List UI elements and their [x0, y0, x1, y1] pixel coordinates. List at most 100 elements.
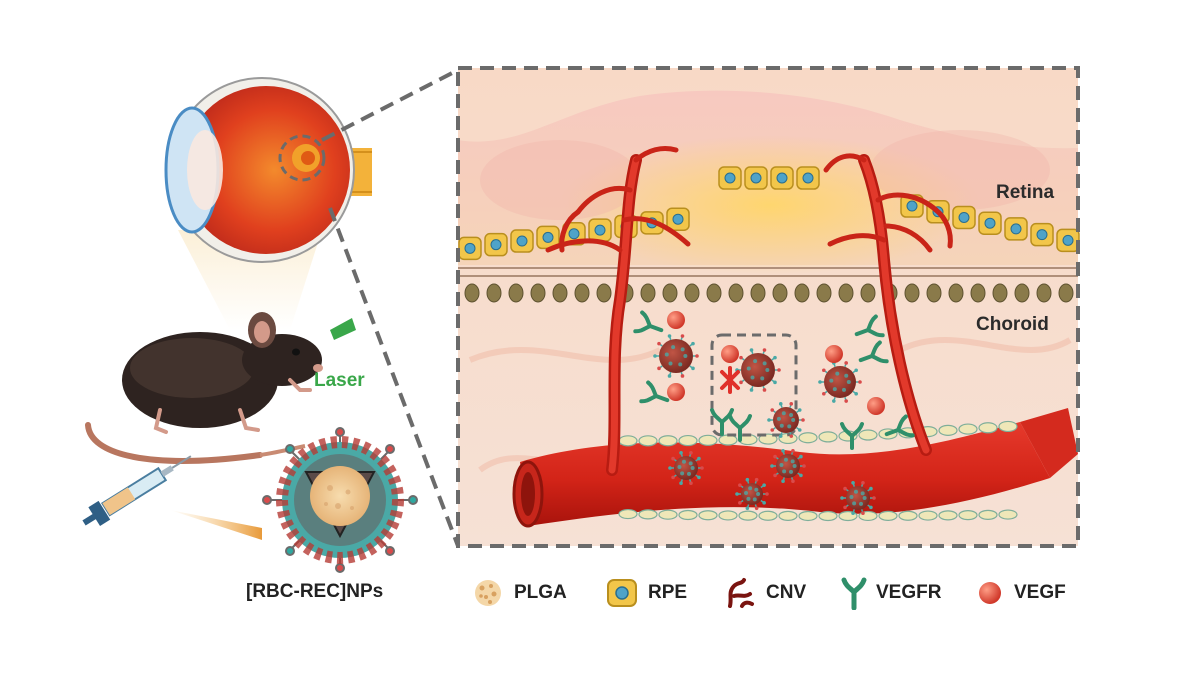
vegfr-receptor: [710, 408, 734, 436]
vegf-group: [667, 311, 885, 415]
vegfr-receptor: [854, 314, 885, 338]
endothelial-cell: [858, 429, 878, 441]
endothelial-cell: [678, 434, 698, 447]
endothelial-cell: [958, 510, 978, 521]
zoom-connectors: [321, 68, 460, 547]
eye-illustration: [164, 77, 372, 330]
vegf-sphere: [825, 345, 843, 363]
rpe-cell: [796, 166, 820, 190]
plga-icon: [475, 580, 501, 606]
endothelial-cell: [778, 510, 798, 521]
rpe-cell: [952, 205, 976, 230]
pigment-granule: [552, 283, 568, 303]
endothelial-cell: [718, 434, 738, 446]
choroid-label: Choroid: [976, 314, 1049, 335]
endothelial-cell: [798, 432, 818, 444]
vegf-sphere: [667, 311, 685, 329]
rpe-cell-icon: [607, 579, 637, 607]
endothelial-cell: [678, 509, 698, 521]
vegfr-receptor: [884, 414, 915, 438]
endothelial-cell: [738, 510, 758, 521]
vegf-sphere: [721, 345, 739, 363]
nanoparticle: [668, 450, 704, 486]
endothelial-cell: [918, 510, 938, 521]
rpe-cell: [1004, 217, 1028, 241]
endothelial-cell: [998, 509, 1018, 520]
vegfr-receptor: [633, 310, 664, 334]
endothelial-cell: [818, 510, 838, 522]
vegf-sphere: [867, 397, 885, 415]
laser-label: Laser: [314, 370, 365, 391]
vegf-sphere: [667, 383, 685, 401]
pigment-granule: [464, 283, 480, 303]
rpe-cell: [588, 218, 612, 242]
nanoparticle: [770, 448, 806, 484]
pigment-granule: [860, 283, 876, 303]
endothelial-cell: [938, 510, 958, 521]
cnv-vessel-icon: [728, 578, 754, 608]
pigment-granule: [750, 283, 766, 303]
pigment-granule: [816, 283, 832, 303]
rpe-cell: [900, 194, 924, 218]
pigment-granule: [1036, 283, 1052, 303]
legend-item-plga: PLGA: [470, 576, 567, 610]
pigment-granule: [640, 283, 656, 303]
rpe-cell: [666, 207, 690, 231]
endothelial-cell: [798, 510, 818, 522]
endothelial-cell: [938, 424, 958, 436]
legend-item-vegf: VEGF: [974, 576, 1066, 610]
endothelial-cell: [698, 434, 718, 446]
endothelial-cell: [978, 509, 998, 520]
injection-arrow: [170, 510, 262, 540]
legend-item-rpe: RPE: [604, 576, 687, 610]
vegfr-receptor-icon: [841, 577, 867, 610]
inset-box: [710, 333, 798, 437]
vegfr-receptor: [840, 422, 864, 450]
cnv-vessels: [545, 145, 953, 476]
rpe-cell: [484, 232, 508, 257]
pigment-granule: [706, 283, 722, 303]
endothelial-cell: [758, 510, 778, 521]
rpe-cell: [1056, 228, 1080, 253]
endothelial-cell: [658, 509, 678, 520]
rpe-cell: [1030, 222, 1054, 247]
vegfr-group: [633, 310, 915, 450]
endothelial-cell: [998, 420, 1018, 433]
endothelial-cell: [638, 435, 658, 447]
endothelial-cell: [958, 423, 978, 435]
legend-label-plga: PLGA: [514, 582, 567, 603]
pigment-granule: [794, 283, 810, 303]
nanoparticle-illustration: [262, 427, 418, 573]
pigment-granule: [838, 283, 854, 303]
legend-item-vegfr: VEGFR: [840, 576, 941, 610]
nanoparticle: [818, 361, 862, 403]
rpe-cell: [744, 166, 768, 190]
pigment-granule: [926, 283, 942, 303]
endothelial-cell: [978, 422, 998, 434]
endothelial-cell: [758, 433, 778, 445]
rpe-cell: [770, 166, 794, 190]
nanoparticle: [767, 402, 805, 438]
endothelial-cell: [898, 510, 918, 521]
vegfr-receptor: [858, 340, 889, 364]
pigment-granule: [1058, 283, 1074, 303]
pigment-granule: [970, 283, 986, 303]
vegf-sphere-icon: [979, 582, 1001, 604]
pigment-granule: [1014, 283, 1030, 303]
nanoparticle: [653, 334, 699, 378]
legend-label-vegf: VEGF: [1014, 582, 1066, 603]
retina-label: Retina: [996, 182, 1055, 203]
endothelial-cell: [818, 431, 838, 443]
rpe-cell: [978, 211, 1002, 235]
pigment-granule: [728, 283, 744, 303]
endothelial-cell: [718, 510, 738, 521]
nanoparticle: [735, 477, 769, 511]
pigment-granule: [904, 283, 920, 303]
endothelial-cell: [618, 435, 638, 447]
rpe-cell: [510, 229, 534, 253]
block-mark-icon: [720, 366, 740, 394]
rpe-cell: [718, 166, 742, 190]
pigment-granule: [596, 283, 612, 303]
